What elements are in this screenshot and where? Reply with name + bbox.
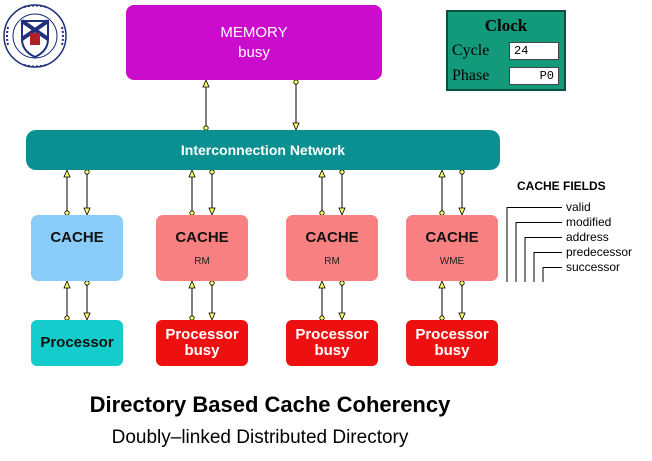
cache-field-item: valid [566, 200, 591, 214]
network-label: Interconnection Network [180, 142, 346, 158]
phase-value: P0 [509, 67, 559, 85]
arrow-head [338, 207, 346, 217]
diagram-title: Directory Based Cache Coherency [89, 392, 451, 417]
arrow-head [318, 279, 326, 289]
processor-state: busy [314, 342, 350, 359]
cache-field-item: modified [566, 215, 612, 229]
arrow-head [438, 168, 446, 178]
clock-panel: Clock Cycle 24 Phase P0 [446, 10, 566, 91]
arrow-dot [459, 280, 465, 286]
cache-fields-brackets [506, 207, 562, 282]
cache-label: CACHE [175, 228, 229, 246]
arrow-head [202, 78, 210, 88]
arrow-dot [293, 79, 299, 85]
processor-2: Processor busy [286, 320, 378, 366]
processor-label: Processor [295, 326, 369, 343]
arrow-dot [459, 169, 465, 175]
cache-3: CACHE WME [406, 215, 498, 281]
cache-state: WME [439, 255, 465, 267]
diagram-subtitle: Doubly–linked Distributed Directory [111, 427, 409, 448]
cache-field-item: predecessor [566, 245, 633, 259]
cache-field-item: successor [566, 260, 621, 274]
arrow-head [83, 312, 91, 322]
arrow-head [63, 279, 71, 289]
arrow-head [188, 279, 196, 289]
processor-label: Processor [165, 326, 239, 343]
phase-label: Phase [452, 67, 490, 84]
cache-label: CACHE [50, 228, 104, 246]
cache-state: RM [324, 255, 340, 267]
arrow-dot [84, 280, 90, 286]
interconnection-network: Interconnection Network [26, 130, 500, 170]
memory-block: MEMORY busy [126, 5, 382, 80]
processor-3: Processor busy [406, 320, 498, 366]
arrow-head [438, 279, 446, 289]
cache-0: CACHE [31, 215, 123, 281]
arrow-dot [339, 280, 345, 286]
arrow-head [208, 207, 216, 217]
arrow-head [318, 168, 326, 178]
processor-label: Processor [40, 334, 114, 351]
processor-state: busy [184, 342, 220, 359]
cache-state: RM [194, 255, 210, 267]
cache-label: CACHE [305, 228, 359, 246]
arrow-head [188, 168, 196, 178]
clock-title: Clock [484, 16, 528, 35]
arrow-head [338, 312, 346, 322]
arrow-head [458, 207, 466, 217]
processor-1: Processor busy [156, 320, 248, 366]
university-logo [3, 4, 67, 68]
cache-fields-title: CACHE FIELDS [517, 179, 606, 193]
arrow-dot [84, 169, 90, 175]
memory-status: busy [238, 44, 270, 61]
cache-2: CACHE RM [286, 215, 378, 281]
cache-label: CACHE [425, 228, 479, 246]
cache-1: CACHE RM [156, 215, 248, 281]
cycle-label: Cycle [452, 42, 490, 59]
memory-label: MEMORY [220, 24, 288, 41]
arrow-dot [209, 280, 215, 286]
arrow-head [458, 312, 466, 322]
arrow-dot [209, 169, 215, 175]
arrow-head [292, 122, 300, 132]
arrow-dot [339, 169, 345, 175]
arrow-head [208, 312, 216, 322]
cycle-value: 24 [509, 42, 559, 60]
processor-0: Processor [31, 320, 123, 366]
cache-field-item: address [566, 230, 609, 244]
processor-label: Processor [415, 326, 489, 343]
processor-state: busy [434, 342, 470, 359]
arrow-head [83, 207, 91, 217]
arrow-head [63, 168, 71, 178]
